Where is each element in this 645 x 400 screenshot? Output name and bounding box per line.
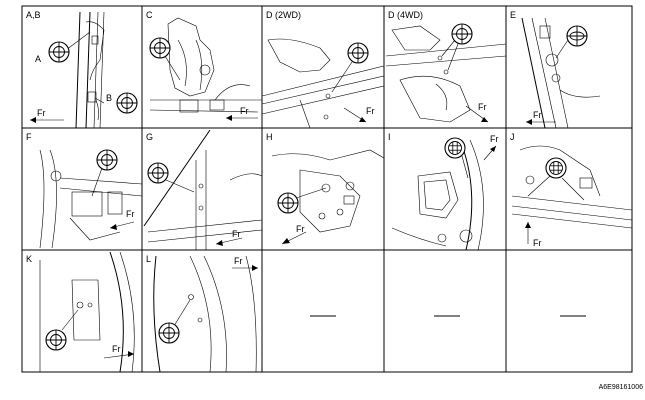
panel-grid-lines (22, 6, 632, 372)
panel-f: F Fr (26, 132, 143, 249)
panel-label: I (388, 132, 391, 142)
panel-label: L (146, 254, 151, 264)
panel-label: A,B (26, 10, 41, 20)
panel-label: K (26, 254, 32, 264)
panel-label: C (146, 10, 153, 20)
diagram-frame (21, 5, 633, 373)
panel-i: I Fr (388, 132, 499, 251)
panel-c: C Fr (146, 10, 262, 121)
panel-label: D (2WD) (266, 10, 301, 20)
front-label: Fr (533, 110, 542, 120)
plug-e-icon (566, 25, 588, 47)
plug-j-icon (545, 157, 567, 179)
plug-i-icon (444, 137, 466, 159)
front-label: Fr (112, 344, 121, 354)
plug-k-icon (45, 329, 67, 351)
panel-h: H Fr (266, 132, 385, 245)
panel-label: D (4WD) (388, 10, 423, 20)
panel-l: L Fr (146, 254, 258, 373)
panel-label: G (146, 132, 153, 142)
front-label: Fr (490, 134, 499, 144)
panel-k: K Fr (26, 251, 135, 373)
front-label: Fr (478, 102, 487, 112)
panel-j: J Fr (510, 132, 633, 248)
front-label: Fr (126, 209, 135, 219)
plug-a-icon (48, 41, 70, 63)
panel-label: H (266, 132, 273, 142)
figure-code: A6E98161006 (599, 384, 643, 391)
panel-e: E Fr (510, 10, 601, 129)
plug-l-icon (158, 322, 180, 344)
panel-label: F (26, 132, 32, 142)
plug-d-2wd-icon (347, 42, 369, 64)
front-label: Fr (232, 229, 241, 239)
plug-b-icon (116, 92, 138, 114)
panel-label: E (510, 10, 516, 20)
front-label: Fr (234, 256, 243, 266)
panel-a-b: A,B A B Fr (26, 10, 138, 129)
callout-b: B (106, 93, 112, 103)
panel-d-4wd: D (4WD) Fr (385, 10, 507, 123)
front-label: Fr (296, 224, 305, 234)
panel-g: G Fr (143, 129, 263, 250)
plug-c-icon (149, 37, 171, 59)
front-label: Fr (37, 108, 46, 118)
plug-g-icon (147, 162, 169, 184)
panel-label: J (510, 132, 515, 142)
plug-d-4wd-icon (451, 23, 473, 45)
front-label: Fr (366, 106, 375, 116)
panel-d-2wd: D (2WD) Fr (261, 10, 385, 129)
callout-a: A (35, 54, 41, 64)
front-label: Fr (240, 106, 249, 116)
plug-h-icon (277, 192, 299, 214)
plug-f-icon (96, 149, 118, 171)
front-label: Fr (533, 238, 542, 248)
